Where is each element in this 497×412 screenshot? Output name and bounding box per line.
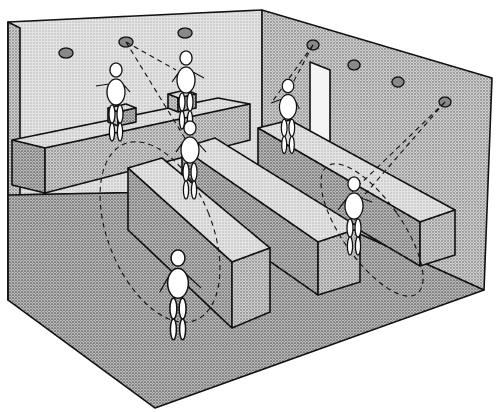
leg [116,122,124,142]
leg [190,162,198,182]
leg [354,218,362,238]
leg [280,118,288,137]
leg [288,135,295,155]
arm [360,197,373,203]
sight-line [125,41,187,141]
sight-line [359,101,446,201]
person-figure [175,120,207,200]
person-figure [337,176,373,256]
leg [288,118,296,137]
leg [108,104,116,124]
arm [95,83,110,87]
leg [346,236,354,256]
people [95,50,373,341]
person-figure [171,50,205,130]
arm [175,141,184,153]
leg [182,180,190,200]
person-figure [270,78,300,155]
head [109,62,123,78]
arm [185,273,202,289]
leg [178,297,187,320]
arm [192,71,205,79]
patrol-path [320,163,424,297]
person-figure [159,249,202,341]
leg [281,135,288,155]
arm [270,98,282,104]
leg [169,318,178,341]
arm [196,141,207,153]
head [183,120,197,136]
torso [166,267,190,299]
sensor-icon [391,76,405,88]
head [347,176,361,192]
right-counter [257,119,456,267]
sight-line [125,41,177,71]
torso [180,136,200,164]
sensor-icon [347,59,361,71]
leg [190,180,198,200]
arm [171,71,180,83]
sight-line [351,101,446,193]
leg [169,297,178,320]
arm [122,83,131,93]
leg [178,92,186,112]
arm [337,197,348,211]
head [281,78,295,94]
arm [159,273,171,293]
torso [176,66,196,94]
leg [178,110,186,130]
sight-line [271,44,314,103]
leg [354,236,362,256]
tracking-paths [99,41,446,323]
arm [294,99,300,110]
sensor-icon [58,47,74,59]
person-figure [95,62,131,142]
leg [346,218,354,238]
torso [344,192,364,220]
leg [178,318,187,341]
patrol-path [99,141,221,323]
torso [106,78,126,106]
leg [116,104,124,124]
head [179,50,193,66]
leg [186,92,194,112]
sensor-icon [177,27,193,39]
leg [182,162,190,182]
torso [278,93,298,120]
leg [108,122,116,142]
head [170,249,186,267]
front-counter [127,157,271,329]
